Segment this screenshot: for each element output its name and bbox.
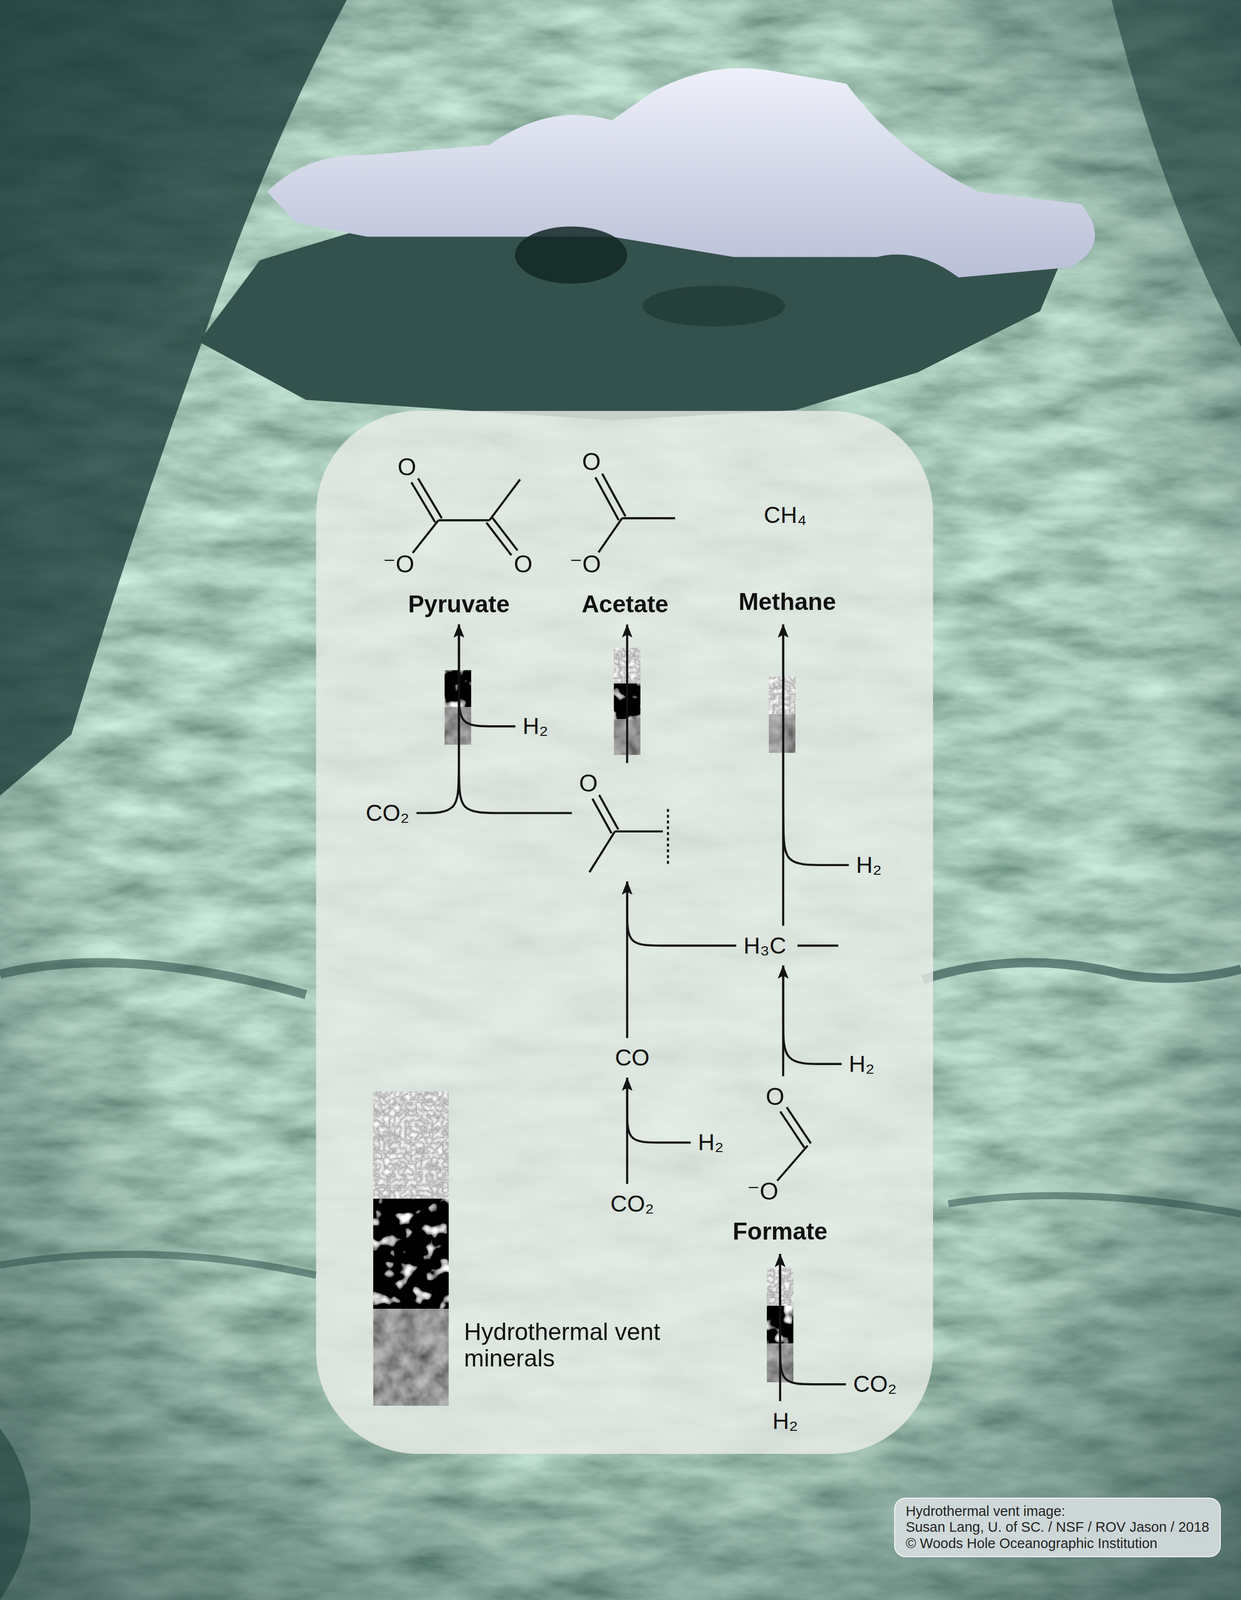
- atom-label: ⁻O: [747, 1178, 779, 1205]
- formula-label: CO: [614, 1044, 650, 1071]
- bond-line: [614, 830, 664, 833]
- legend-swatch: [373, 1198, 449, 1309]
- formula-label: H₂: [698, 1129, 724, 1155]
- bond-line: [412, 519, 439, 553]
- formula-label: H₃C: [743, 932, 787, 959]
- reaction-arrow: [458, 624, 572, 813]
- rock-ledge: [948, 1195, 1241, 1214]
- formula-label: CO₂: [365, 799, 410, 826]
- legend-text: Hydrothermal vent minerals: [464, 1318, 666, 1372]
- legend-entry: Hydrothermal vent minerals: [464, 1318, 666, 1372]
- legend-swatch: [373, 1308, 449, 1406]
- rock-ledge: [0, 962, 307, 995]
- molecule-name: Formate: [732, 1217, 828, 1244]
- bond-line: [589, 831, 615, 873]
- reactant-label: H₂: [519, 710, 552, 742]
- atom-label: ⁻O: [382, 550, 415, 578]
- molecule-structure: O ⁻O Acetate: [566, 445, 684, 621]
- credit-box: Hydrothermal vent image:Susan Lang, U. o…: [894, 1497, 1221, 1557]
- bond-line: [598, 517, 623, 553]
- credit-line: © Woods Hole Oceanographic Institution: [905, 1535, 1158, 1551]
- reaction-arrow: [458, 624, 516, 726]
- formula-label: H₂: [848, 1050, 875, 1077]
- molecule-name: Methane: [738, 588, 836, 615]
- molecule-structure: O: [576, 767, 676, 878]
- bond-line: [592, 798, 612, 834]
- formula-label: H₂: [772, 1407, 799, 1434]
- atom-label: O: [513, 550, 533, 578]
- reaction-arrow: [780, 1253, 847, 1384]
- rock-ledge: [0, 1253, 317, 1275]
- reaction-arrow: [783, 624, 849, 865]
- atom-label: O: [397, 454, 417, 481]
- dark-crevice: [0, 0, 347, 796]
- formula-label: H₂: [522, 713, 549, 739]
- molecule-name: Pyruvate: [407, 590, 510, 617]
- atom-label: O: [582, 448, 602, 476]
- bond-line: [797, 944, 839, 947]
- bond-line: [489, 479, 521, 521]
- reaction-arrow: [783, 965, 842, 1064]
- diagram-panel: [316, 410, 934, 1454]
- formula-label: CO₂: [853, 1371, 897, 1397]
- bond-line: [622, 516, 676, 519]
- credit-line: Susan Lang, U. of SC. / NSF / ROV Jason …: [905, 1518, 1210, 1535]
- bond-line: [417, 478, 442, 518]
- reactant-label: CO₂: [362, 797, 413, 829]
- formula-label: CH₄: [763, 502, 807, 528]
- chimney-cavity: [515, 226, 627, 284]
- atom-label: O: [578, 770, 598, 797]
- reaction-arrow: [626, 624, 628, 763]
- reactant-label: CO: [612, 1042, 653, 1074]
- legend-swatch: [373, 1091, 449, 1199]
- bond-line: [777, 1145, 808, 1181]
- bond-line: [599, 794, 619, 830]
- bond-line: [666, 808, 669, 865]
- reaction-arrow: [626, 1077, 691, 1143]
- formula-label: H₂: [856, 851, 882, 878]
- reactant-label: H₂: [853, 848, 885, 881]
- bond-line: [438, 518, 490, 521]
- formula-label: CO₂: [610, 1190, 655, 1217]
- reaction-arrow: [626, 881, 737, 946]
- dark-crevice: [0, 1427, 31, 1600]
- reactant-label: H₂: [695, 1126, 727, 1158]
- credit-line: Hydrothermal vent image:: [905, 1502, 1066, 1519]
- atom-label: O: [765, 1082, 785, 1110]
- bond-line: [602, 473, 626, 517]
- rock-ledge: [922, 962, 1241, 980]
- reactant-label: CO₂: [607, 1187, 658, 1219]
- reactant-label: H₂: [769, 1404, 801, 1437]
- reactant-label: CO₂: [850, 1368, 900, 1400]
- reactant-label: H₂: [846, 1047, 878, 1080]
- molecule-structure: H₃C: [740, 929, 789, 961]
- molecule-name: Acetate: [581, 590, 669, 617]
- molecule-structure: O ⁻O Formate: [725, 1080, 836, 1250]
- reaction-arrow: [416, 624, 459, 813]
- bond-line: [786, 1106, 811, 1143]
- chimney-crust: [267, 68, 1095, 278]
- molecule-structure: O⁻OOPyruvate: [380, 450, 543, 620]
- chimney-cavity: [642, 285, 786, 327]
- dark-crevice: [1111, 0, 1241, 347]
- molecule-structure: CH₄ Methane: [735, 494, 843, 620]
- bond-line: [492, 517, 518, 551]
- atom-label: ⁻O: [569, 550, 602, 578]
